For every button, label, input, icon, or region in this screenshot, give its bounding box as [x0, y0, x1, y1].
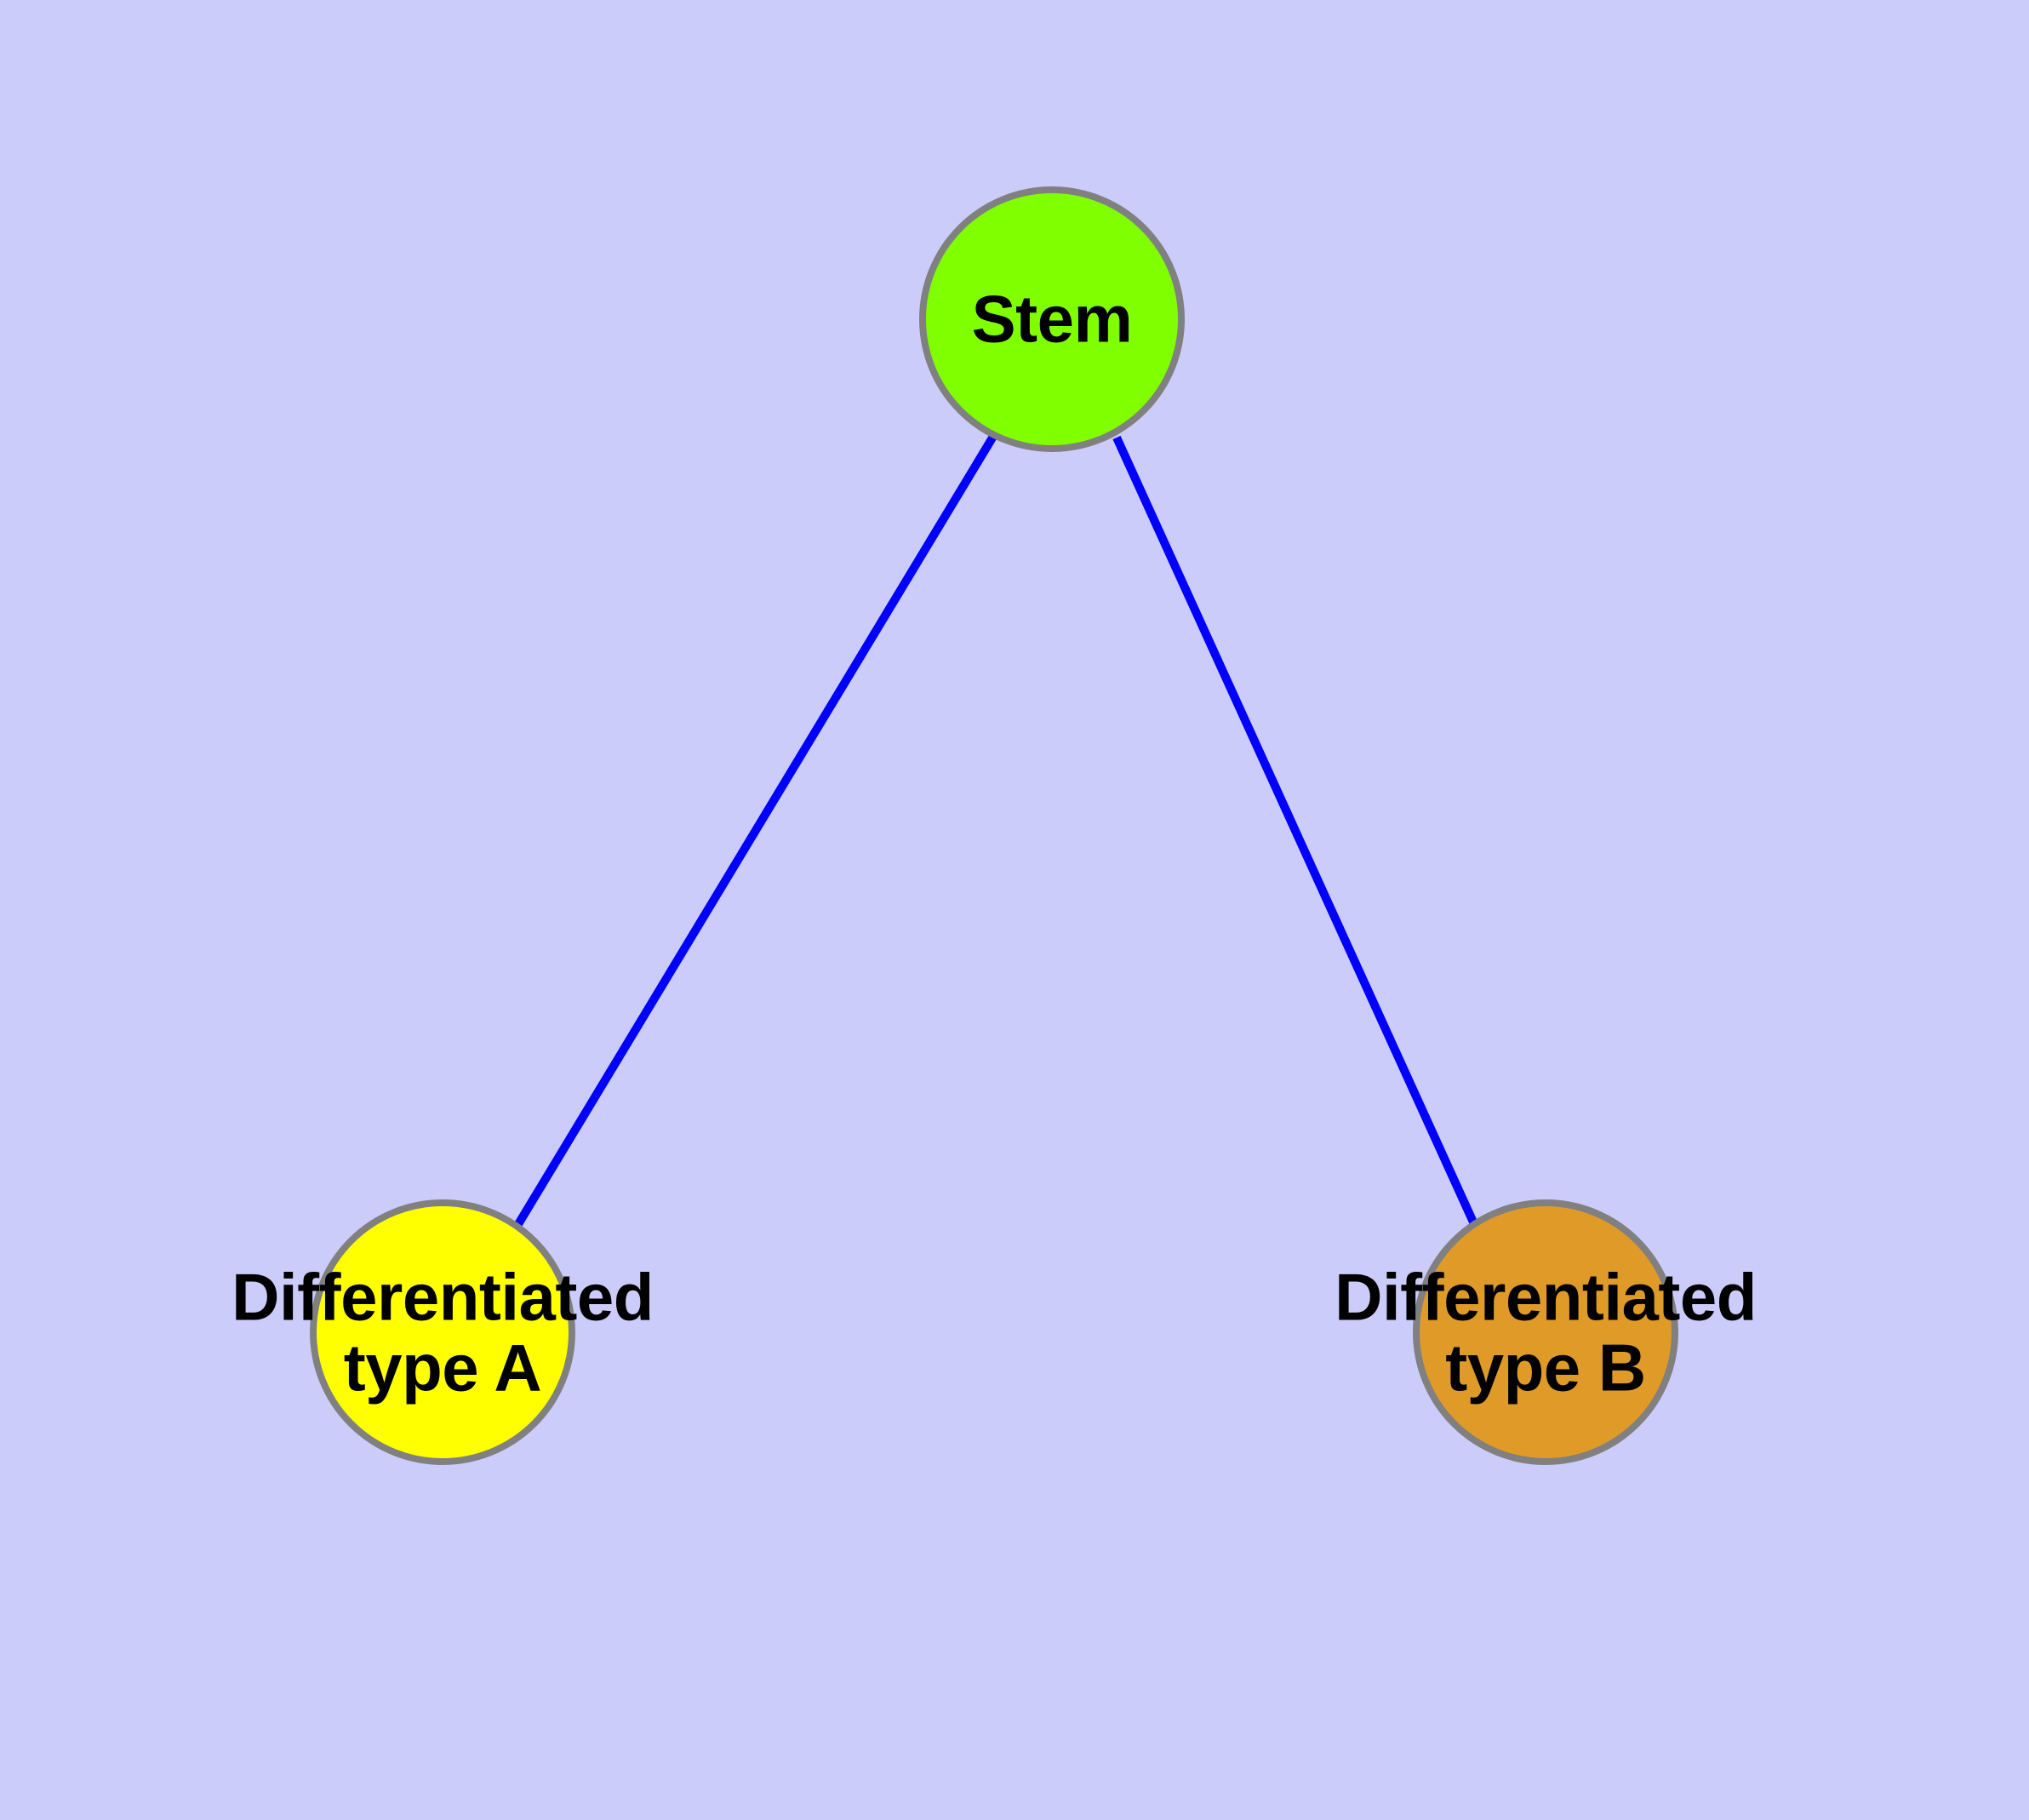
node-differentiated-type-a[interactable] — [310, 1199, 575, 1465]
edge-stem-to-diff-a — [512, 432, 998, 1231]
edge-stem-to-diff-b — [1112, 435, 1479, 1228]
edge-layer — [512, 432, 1479, 1231]
node-stem[interactable] — [919, 186, 1185, 452]
node-layer — [310, 186, 1678, 1465]
node-differentiated-type-b[interactable] — [1413, 1199, 1678, 1465]
